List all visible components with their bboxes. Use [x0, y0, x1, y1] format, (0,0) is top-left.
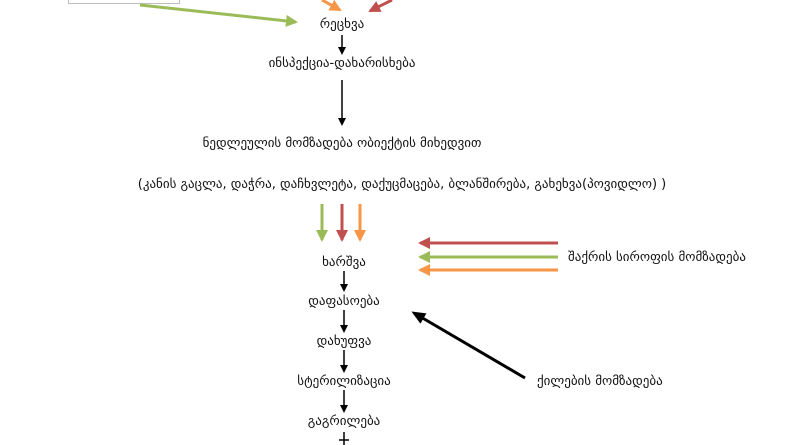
top-input-box	[68, 0, 180, 4]
step-kharshva: ხარშვა	[322, 255, 366, 270]
step-raw-prep-methods: (კანის გაცლა, დაჭრა, დაჩხვლეტა, დაქუცმაც…	[137, 177, 667, 192]
step-cooling: გაგრილება	[307, 414, 381, 429]
step-dafasoeba: დაფასოება	[308, 294, 380, 309]
green-arrow-to-rechva	[139, 3, 298, 27]
step-raw-prep: ნედლეულის მომზადება ობიექტის მიხედვით	[202, 136, 482, 151]
step-sterilization: სტერილიზაცია	[297, 374, 391, 389]
orange-arrow-to-rechva	[321, 0, 342, 12]
step-rechva: რეცხვა	[319, 17, 365, 32]
arrow-lids-to-dafasoeba	[411, 311, 526, 380]
red-arrow-to-rechva	[368, 0, 393, 13]
side-input-syrup: შაქრის სიროფის მომზადება	[568, 250, 746, 265]
side-input-lids: ქილების მომზადება	[537, 374, 663, 389]
step-daxufva: დახუფვა	[316, 334, 372, 349]
step-inspection: ინსპექცია-დახარისხება	[268, 56, 416, 71]
